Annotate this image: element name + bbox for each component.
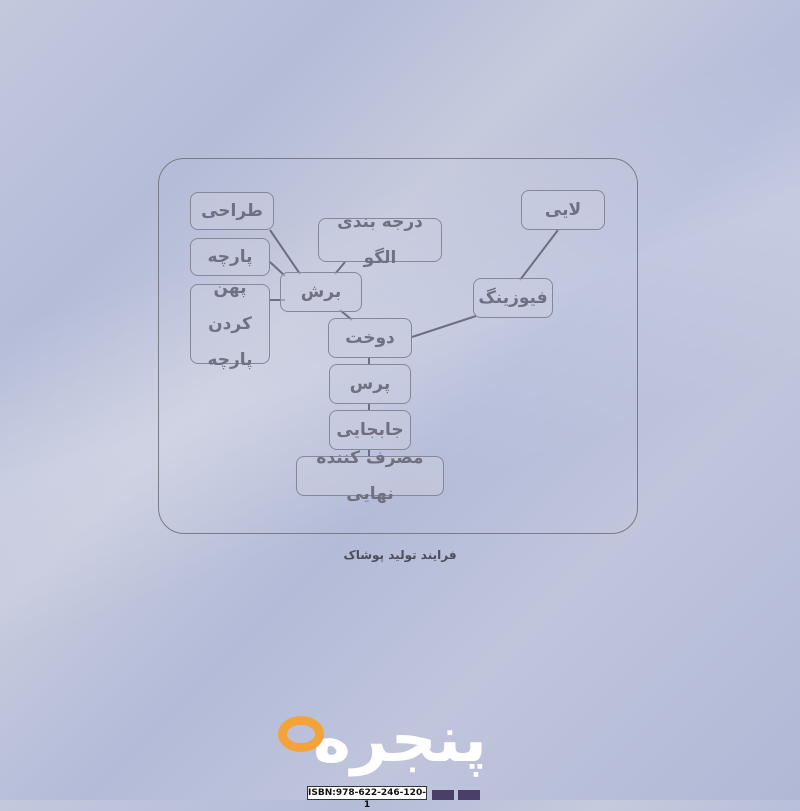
diagram-frame xyxy=(158,158,638,534)
publisher-logo: پنجره xyxy=(313,703,487,777)
node-lining: لایی xyxy=(521,190,605,230)
barcode-mark-icon xyxy=(458,790,480,800)
connector-lining-fusing xyxy=(519,229,559,281)
diagram-caption: فرایند تولید پوشاک xyxy=(343,548,457,562)
node-end-consumer: مصرف کننده نهایی xyxy=(296,448,444,504)
node-spread-fabric: پهن کردن پارچه xyxy=(190,278,270,370)
node-design: طراحی xyxy=(190,192,274,230)
node-handling: جابجایی xyxy=(329,410,411,450)
node-cut: برش xyxy=(280,272,362,312)
node-sewing: دوخت xyxy=(328,318,412,358)
barcode-mark-icon xyxy=(432,790,454,800)
connector-fusing-sewing xyxy=(411,315,477,338)
node-fusing: فیوزینگ xyxy=(473,278,553,318)
connector-design-cut xyxy=(269,229,301,275)
node-fabric: پارچه xyxy=(190,238,270,276)
isbn-label: ISBN:978-622-246-120-1 xyxy=(307,786,427,810)
node-pattern-grading: درجه بندی الگو xyxy=(318,212,442,268)
logo-ring-icon xyxy=(278,716,324,752)
node-press: پرس xyxy=(329,364,411,404)
